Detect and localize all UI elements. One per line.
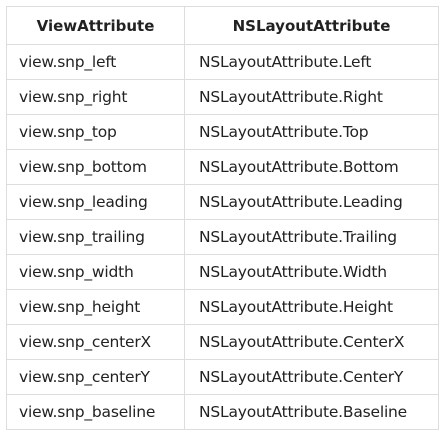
view-attribute-cell: view.snp_top (6, 114, 185, 150)
nslayout-attribute-cell: NSLayoutAttribute.Trailing (184, 219, 439, 255)
nslayout-attribute-cell: NSLayoutAttribute.CenterX (184, 324, 439, 360)
view-attribute-cell: view.snp_right (6, 79, 185, 115)
header-row: ViewAttribute NSLayoutAttribute (6, 6, 439, 45)
view-attribute-cell: view.snp_centerX (6, 324, 185, 360)
view-attribute-cell: view.snp_bottom (6, 149, 185, 185)
table-row: view.snp_centerX NSLayoutAttribute.Cente… (6, 324, 439, 360)
table-body: view.snp_left NSLayoutAttribute.Left vie… (6, 44, 439, 430)
header-nslayout-attribute: NSLayoutAttribute (184, 6, 439, 45)
table-row: view.snp_centerY NSLayoutAttribute.Cente… (6, 359, 439, 395)
nslayout-attribute-cell: NSLayoutAttribute.Bottom (184, 149, 439, 185)
nslayout-attribute-cell: NSLayoutAttribute.Left (184, 44, 439, 80)
table-row: view.snp_top NSLayoutAttribute.Top (6, 114, 439, 150)
table-row: view.snp_right NSLayoutAttribute.Right (6, 79, 439, 115)
nslayout-attribute-cell: NSLayoutAttribute.Baseline (184, 394, 439, 430)
attribute-mapping-table: ViewAttribute NSLayoutAttribute view.snp… (6, 6, 439, 430)
table-row: view.snp_baseline NSLayoutAttribute.Base… (6, 394, 439, 430)
table-row: view.snp_height NSLayoutAttribute.Height (6, 289, 439, 325)
table-row: view.snp_bottom NSLayoutAttribute.Bottom (6, 149, 439, 185)
view-attribute-cell: view.snp_left (6, 44, 185, 80)
view-attribute-cell: view.snp_leading (6, 184, 185, 220)
view-attribute-cell: view.snp_centerY (6, 359, 185, 395)
view-attribute-cell: view.snp_width (6, 254, 185, 290)
table-header: ViewAttribute NSLayoutAttribute (6, 6, 439, 45)
view-attribute-cell: view.snp_height (6, 289, 185, 325)
nslayout-attribute-cell: NSLayoutAttribute.Height (184, 289, 439, 325)
nslayout-attribute-cell: NSLayoutAttribute.Right (184, 79, 439, 115)
nslayout-attribute-cell: NSLayoutAttribute.Top (184, 114, 439, 150)
nslayout-attribute-cell: NSLayoutAttribute.CenterY (184, 359, 439, 395)
header-view-attribute: ViewAttribute (6, 6, 185, 45)
view-attribute-cell: view.snp_baseline (6, 394, 185, 430)
table-row: view.snp_trailing NSLayoutAttribute.Trai… (6, 219, 439, 255)
nslayout-attribute-cell: NSLayoutAttribute.Leading (184, 184, 439, 220)
view-attribute-cell: view.snp_trailing (6, 219, 185, 255)
table-row: view.snp_left NSLayoutAttribute.Left (6, 44, 439, 80)
table-row: view.snp_leading NSLayoutAttribute.Leadi… (6, 184, 439, 220)
table-row: view.snp_width NSLayoutAttribute.Width (6, 254, 439, 290)
nslayout-attribute-cell: NSLayoutAttribute.Width (184, 254, 439, 290)
